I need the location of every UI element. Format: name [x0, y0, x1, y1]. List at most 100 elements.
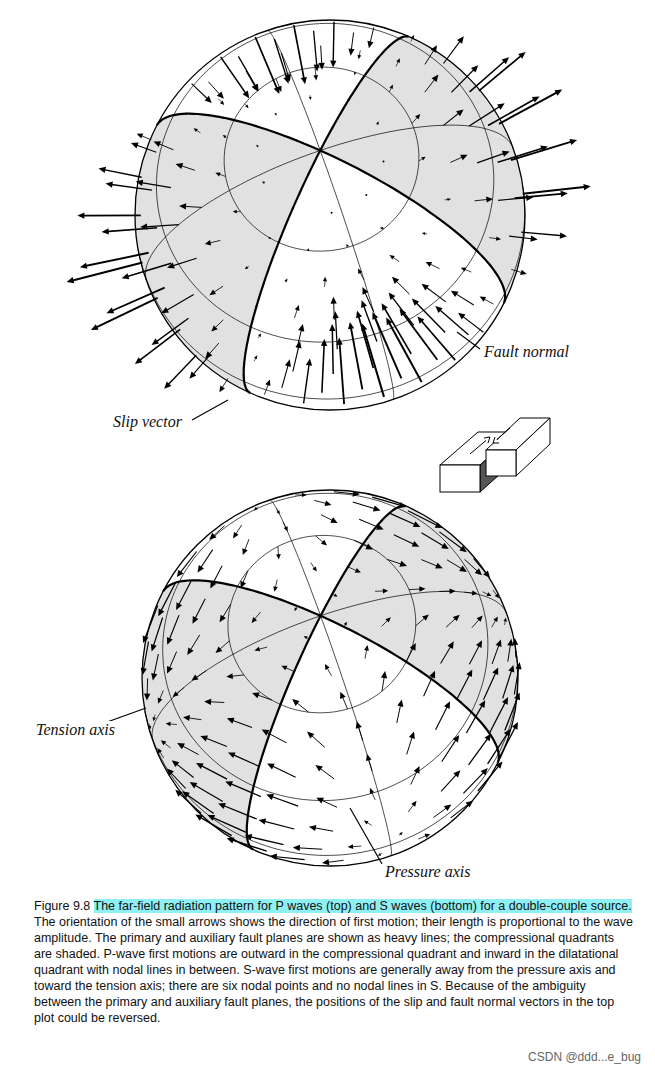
- arrow-head: [348, 48, 354, 55]
- arrow-head: [583, 184, 590, 190]
- nodal-dot: [344, 161, 346, 163]
- arrow-head: [480, 297, 487, 302]
- motion-arrow: [310, 734, 325, 747]
- arrow-head: [209, 290, 216, 296]
- arrow-head: [504, 618, 507, 622]
- arrow-head: [216, 646, 223, 653]
- arrow-head: [245, 834, 253, 840]
- motion-arrow: [138, 329, 180, 361]
- arrow-head: [270, 854, 277, 860]
- shade-patch: [227, 129, 247, 139]
- arrow-head: [259, 819, 267, 825]
- arrow-head: [344, 622, 347, 626]
- motion-arrow: [508, 643, 511, 662]
- motion-arrow: [171, 258, 197, 266]
- motion-arrow: [200, 765, 227, 779]
- motion-arrow: [282, 363, 289, 388]
- arrow-head: [334, 594, 338, 597]
- arrow-head: [382, 303, 388, 311]
- arrow-head: [372, 312, 378, 320]
- arrow-head: [252, 84, 258, 92]
- arrow-head: [301, 77, 307, 84]
- arrow-head: [223, 135, 227, 138]
- motion-arrow: [402, 312, 437, 360]
- motion-arrow: [479, 55, 523, 91]
- arrow-head: [459, 566, 467, 572]
- arrow-head: [472, 591, 478, 596]
- arrow-head: [486, 197, 493, 203]
- arrow-head: [459, 546, 467, 553]
- motion-arrow: [457, 673, 470, 699]
- motion-arrow: [313, 828, 333, 832]
- motion-arrow: [332, 22, 334, 64]
- arrow-head: [252, 617, 257, 623]
- motion-arrow: [294, 25, 305, 80]
- arrow-head: [176, 163, 184, 169]
- motion-arrow: [246, 71, 256, 88]
- arrow-head: [330, 61, 336, 68]
- arrow-head: [356, 311, 362, 319]
- motion-arrow: [319, 767, 334, 779]
- shade-patch: [361, 149, 381, 155]
- arrow-head: [210, 581, 216, 589]
- nodal-dot: [365, 194, 367, 196]
- arrow-head: [217, 92, 224, 99]
- motion-arrow: [110, 184, 152, 190]
- motion-arrow: [474, 558, 488, 574]
- sphere-outline: [135, 20, 525, 410]
- arrow-head: [502, 151, 510, 157]
- sphere-group: [67, 20, 591, 866]
- arrow-head: [295, 305, 300, 311]
- arrow-head: [400, 309, 407, 317]
- arrow-head: [314, 64, 320, 71]
- arrow-head: [426, 262, 433, 267]
- motion-arrow: [451, 803, 470, 818]
- arrow-head: [508, 665, 514, 673]
- shade-patch: [261, 141, 281, 148]
- motion-arrows: [141, 491, 522, 866]
- arrow-head: [205, 351, 212, 358]
- arrow-head: [444, 804, 452, 811]
- motion-arrow: [358, 315, 373, 368]
- arrow-head: [254, 355, 257, 359]
- arrow-head: [497, 103, 505, 109]
- motion-arrow: [106, 228, 157, 232]
- arrow-head: [228, 752, 236, 758]
- motion-arrow: [190, 635, 200, 652]
- arrow-head: [364, 645, 369, 651]
- arrow-head: [245, 105, 248, 109]
- motion-arrow: [395, 280, 410, 295]
- motion-arrow: [509, 236, 533, 239]
- latitude-line: [145, 712, 499, 856]
- arrow-head: [460, 155, 467, 161]
- arrow-head: [507, 639, 513, 646]
- motion-arrow: [271, 765, 296, 777]
- arrow-head: [158, 698, 163, 704]
- motion-arrow: [231, 720, 252, 728]
- arrow-head: [348, 844, 354, 849]
- motion-arrow: [421, 560, 439, 567]
- arrow-head: [306, 358, 312, 365]
- motion-arrow: [499, 92, 559, 124]
- arrow-head: [167, 637, 173, 645]
- motion-arrow: [297, 848, 322, 850]
- motion-arrow: [257, 145, 259, 147]
- motion-arrow: [488, 99, 536, 126]
- motion-arrow: [175, 763, 194, 778]
- arrow-head: [161, 307, 169, 313]
- motion-arrow: [154, 654, 159, 676]
- compressional-shading: [142, 506, 517, 850]
- arrow-head: [196, 763, 204, 769]
- radiation-illustration: [0, 0, 655, 900]
- shade-patch: [399, 142, 419, 152]
- motion-arrow: [238, 56, 256, 87]
- arrow-head: [226, 673, 233, 679]
- arrow-head: [447, 198, 451, 201]
- motion-arrow: [263, 821, 295, 829]
- motion-arrow: [95, 298, 158, 328]
- arrow-head: [560, 232, 567, 238]
- motion-arrow: [199, 817, 232, 836]
- arrow-head: [399, 832, 403, 835]
- arrow-head: [483, 570, 490, 577]
- arrow-head: [515, 662, 521, 670]
